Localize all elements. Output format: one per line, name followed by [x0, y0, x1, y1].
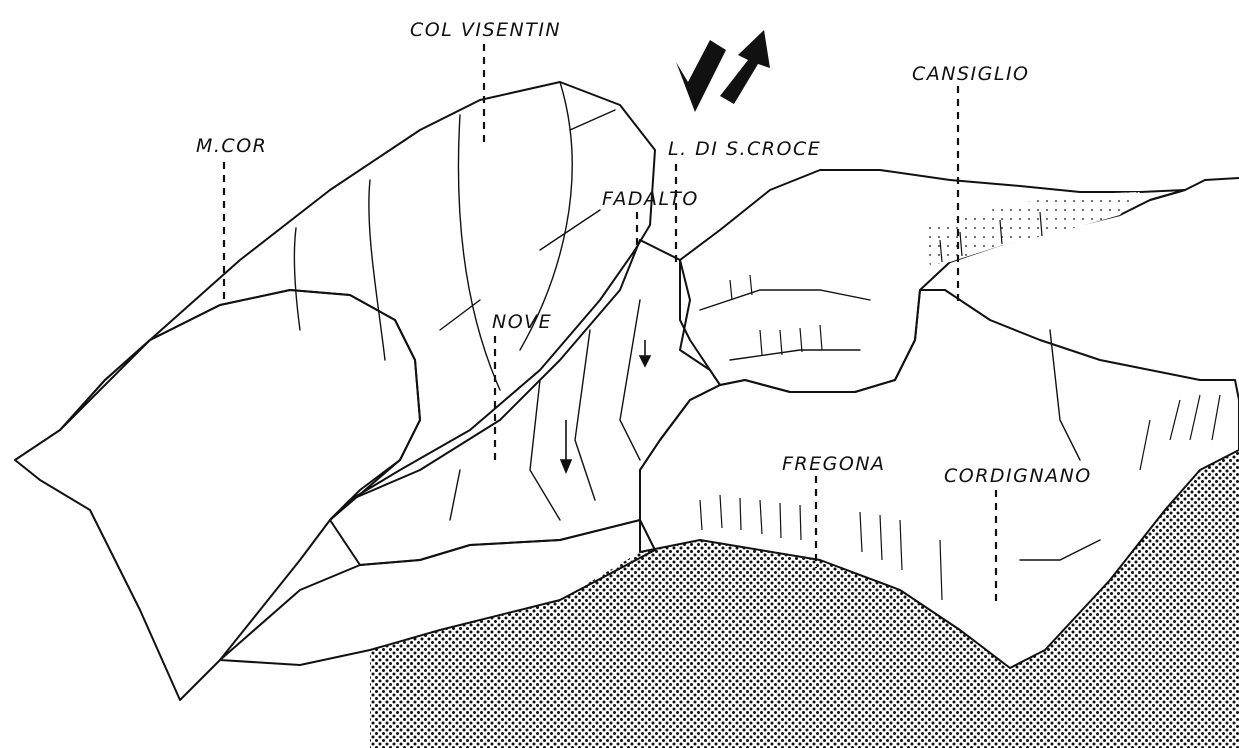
label-l-di-s-croce: L. DI S.CROCE	[668, 138, 821, 160]
alluvial-plain	[370, 450, 1239, 748]
label-nove: NOVE	[492, 311, 552, 333]
label-fadalto: FADALTO	[602, 188, 699, 210]
label-cansiglio: CANSIGLIO	[912, 63, 1030, 85]
label-cordignano: CORDIGNANO	[944, 465, 1092, 487]
fadalto-valley-slope	[330, 240, 720, 565]
downthrow-arrow-icon	[676, 40, 726, 112]
cansiglio-hachure-band	[920, 192, 1140, 265]
label-m-cor: M.COR	[196, 135, 267, 157]
upthrow-arrow-icon	[720, 30, 770, 104]
label-col-visentin: COL VISENTIN	[410, 19, 561, 41]
label-fregona: FREGONA	[782, 453, 886, 475]
